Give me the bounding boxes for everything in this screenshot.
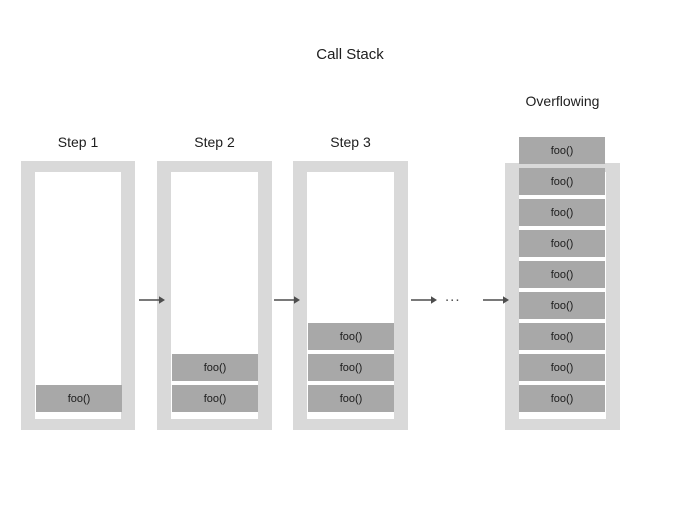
stack-frame: foo(): [519, 168, 605, 195]
stack-frame: foo(): [172, 385, 258, 412]
stack-frame: foo(): [519, 261, 605, 288]
column-title-step-2: Step 2: [194, 134, 235, 150]
column-title-step-1: Step 1: [57, 134, 99, 150]
stack-frame: foo(): [519, 323, 605, 350]
call-stack-interior-step-1: [35, 172, 121, 419]
diagram-title: Call Stack: [316, 46, 384, 63]
stack-frame: foo(): [519, 385, 605, 412]
arrow-right-icon-1: [139, 293, 165, 307]
stack-frame: foo(): [308, 385, 394, 412]
stack-frame: foo(): [519, 199, 605, 226]
arrow-right-icon-2: [274, 293, 300, 307]
call-stack-interior-step-2: [171, 172, 258, 419]
stack-frame: foo(): [308, 354, 394, 381]
stack-frame: foo(): [519, 354, 605, 381]
stack-frame: foo(): [519, 292, 605, 319]
stack-frame: foo(): [308, 323, 394, 350]
column-title-overflowing: Overflowing: [525, 93, 600, 109]
call-stack-interior-step-3: [307, 172, 394, 419]
stack-frame: foo(): [36, 385, 122, 412]
arrow-right-icon-3: [411, 293, 437, 307]
arrow-right-icon-4: [483, 293, 509, 307]
stack-frame: foo(): [519, 230, 605, 257]
stack-frame: foo(): [172, 354, 258, 381]
column-title-step-3: Step 3: [330, 134, 371, 150]
ellipsis-label: ...: [445, 288, 461, 305]
stack-frame-overflow: foo(): [519, 137, 605, 164]
